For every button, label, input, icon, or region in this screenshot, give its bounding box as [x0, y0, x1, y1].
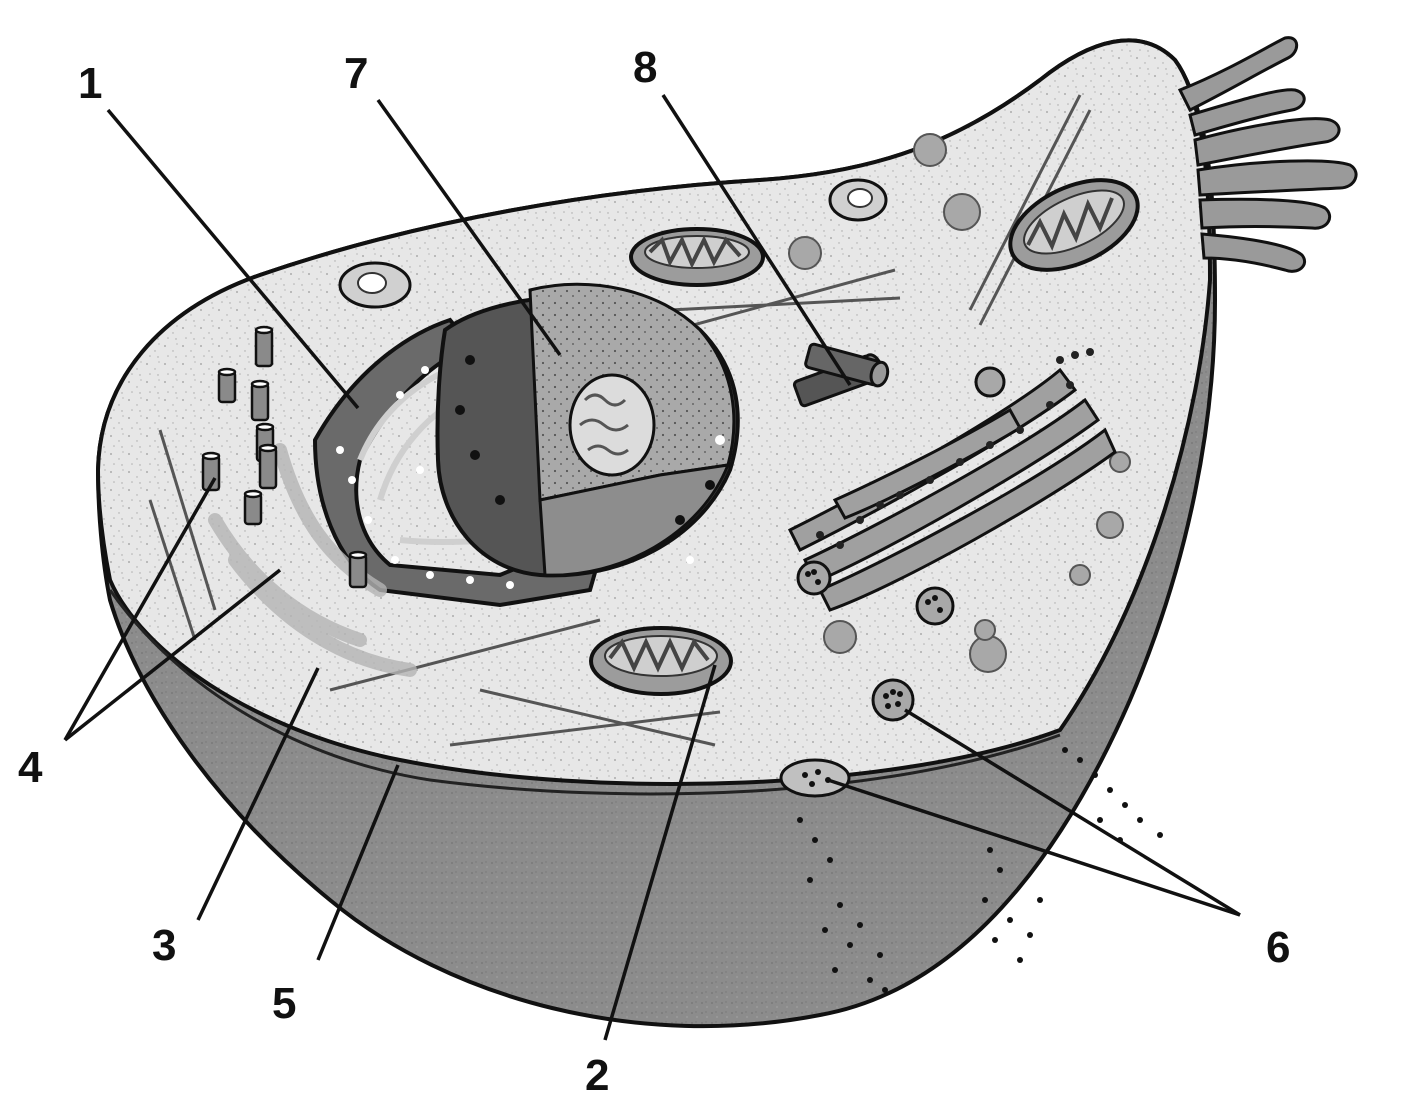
label-5: 5 [272, 979, 296, 1028]
leader-3 [196, 667, 320, 921]
microvilli [1177, 36, 1358, 273]
label-2: 2 [585, 1051, 609, 1100]
label-7: 7 [344, 49, 368, 98]
microtubules [201, 325, 368, 589]
leader-8 [661, 94, 852, 386]
label-8: 8 [633, 43, 657, 92]
nucleolus [568, 373, 656, 477]
label-4: 4 [18, 743, 43, 792]
secreted-particles [797, 747, 1163, 993]
leader-5 [316, 764, 400, 961]
vesicles [788, 133, 1131, 673]
mitochondrion-top [629, 227, 765, 287]
plasma-membrane-rim [108, 589, 1061, 796]
leader-7 [376, 98, 562, 357]
label-1: 1 [78, 59, 102, 108]
centriole-pair [792, 342, 890, 408]
leader-6a [904, 708, 1241, 917]
label-3: 3 [152, 921, 176, 970]
mitochondrion-bottom [589, 626, 733, 696]
nucleus [435, 282, 740, 578]
vacuole-top-left [338, 261, 412, 309]
secretory-vesicles [796, 366, 1006, 722]
exocytosis-vesicle [779, 758, 851, 798]
leader-4b [63, 568, 282, 742]
leader-1 [106, 108, 360, 410]
leader-6b [827, 778, 1241, 917]
leader-lines [63, 94, 1241, 1041]
leader-4a [63, 477, 217, 741]
label-6: 6 [1266, 923, 1290, 972]
filaments [148, 94, 1092, 747]
mitochondrion-right [1008, 178, 1140, 272]
vacuole-top-right [828, 178, 888, 222]
golgi-apparatus [787, 367, 1117, 612]
leader-2 [603, 664, 717, 1041]
